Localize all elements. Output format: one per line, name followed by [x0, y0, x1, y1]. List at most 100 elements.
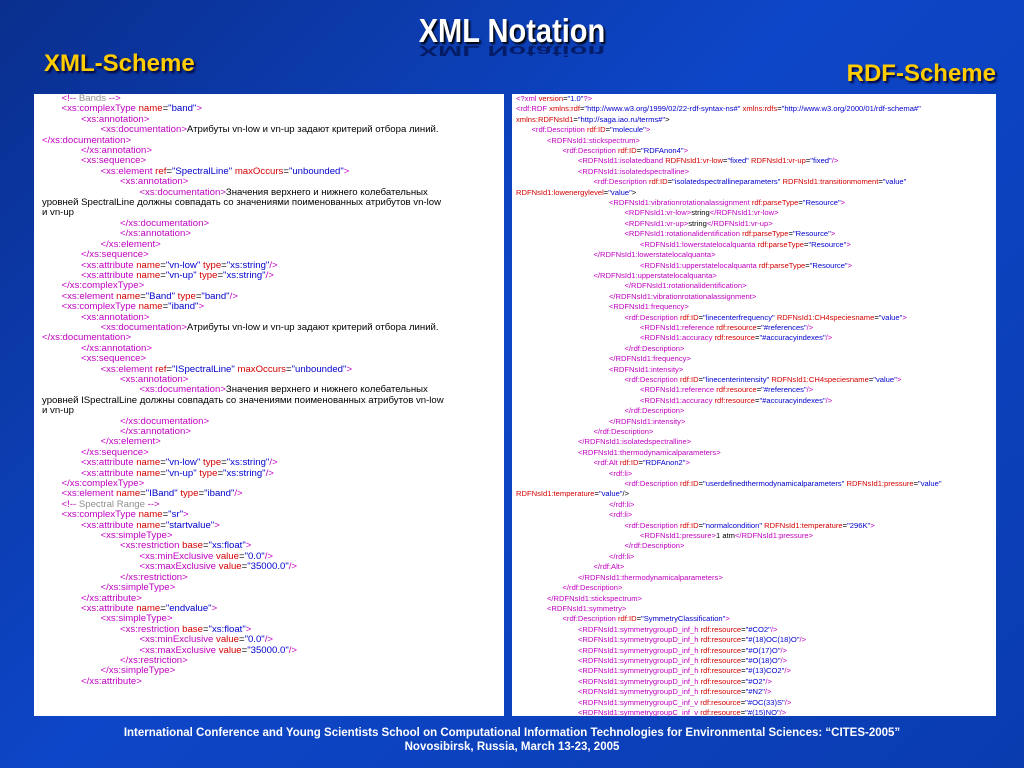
- conference-footer: International Conference and Young Scien…: [0, 726, 1024, 754]
- code-line: <RDFNsId1:reference rdf:resource="#refer…: [640, 385, 814, 395]
- code-line: и vn-up: [42, 406, 75, 417]
- code-line: и vn-up: [42, 208, 75, 219]
- code-line: <xs:documentation>Атрибуты vn-low и vn-u…: [100, 125, 439, 136]
- code-line: <RDFNsId1:symmetrygroupD_inf_h rdf:resou…: [578, 624, 778, 634]
- code-line: <RDFNsId1:intensity>: [609, 364, 684, 374]
- code-line: <RDFNsId1:lowerstatelocalquanta rdf:pars…: [640, 239, 851, 249]
- code-line: </xs:annotation>: [81, 146, 152, 157]
- code-line: <xs:attribute name="vn-up" type="xs:stri…: [81, 270, 274, 281]
- code-line: <xs:sequence>: [81, 354, 147, 365]
- code-line: RDFNsId1:lowenergylevel="value">: [516, 187, 637, 197]
- code-line: </xs:documentation>: [120, 218, 210, 229]
- code-line: <rdf:Description rdf:ID="RDFAnon4">: [562, 146, 689, 156]
- code-line: <RDFNsId1:symmetrygroupD_inf_h rdf:resou…: [578, 687, 772, 697]
- code-line: </xs:restriction>: [120, 572, 188, 583]
- code-line: <xs:annotation>: [120, 177, 189, 188]
- code-line: <RDFNsId1:vr-low>string</RDFNsId1:vr-low…: [624, 208, 779, 218]
- code-line: <RDFNsId1:isolatedband RDFNsId1:vr-low="…: [578, 156, 839, 166]
- code-line: <xs:annotation>: [81, 114, 150, 125]
- code-line: <rdf:Description rdf:ID="linecenterinten…: [624, 374, 902, 384]
- code-line: <RDFNsId1:stickspectrum>: [547, 135, 640, 145]
- code-line: xmlns:RDFNsId1="http://saga.iao.ru/terms…: [516, 114, 670, 124]
- code-line: <RDFNsId1:pressure>1 atm</RDFNsId1:press…: [640, 531, 814, 541]
- code-line: <xs:documentation>Значения верхнего и ни…: [139, 385, 428, 396]
- code-line: <RDFNsId1:accuracy rdf:resource="#accura…: [640, 333, 833, 343]
- code-line: <RDFNsId1:symmetrygroupC_inf_v rdf:resou…: [578, 697, 792, 707]
- code-line: уровней SpectralLine должны совпадать со…: [42, 198, 442, 209]
- code-line: <xs:attribute name="endvalue">: [81, 603, 218, 614]
- code-line: <xs:attribute name="startvalue">: [81, 520, 220, 531]
- code-line: </rdf:li>: [609, 551, 635, 561]
- code-line: <RDFNsId1:frequency>: [609, 302, 689, 312]
- code-line: </xs:attribute>: [81, 676, 142, 687]
- code-line: </RDFNsId1:thermodynamicalparameters>: [578, 572, 723, 582]
- code-line: <RDFNsId1:symmetrygroupD_inf_h rdf:resou…: [578, 655, 788, 665]
- code-line: </xs:sequence>: [81, 447, 149, 458]
- code-line: </xs:annotation>: [81, 343, 152, 354]
- code-line: <xs:restriction base="xs:float">: [120, 541, 252, 552]
- code-line: <xs:attribute name="vn-low" type="xs:str…: [81, 458, 278, 469]
- code-line: </rdf:li>: [609, 499, 635, 509]
- code-line: <!-- Spectral Range -->: [61, 499, 160, 510]
- code-line: <xs:minExclusive value="0.0"/>: [139, 635, 274, 646]
- code-line: <RDFNsId1:symmetry>: [547, 603, 627, 613]
- code-line: <rdf:Description rdf:ID="SymmetryClassif…: [562, 614, 730, 624]
- rdf-scheme-code-panel: <?xml version="1.0"?><rdf:RDF xmlns:rdf=…: [512, 94, 996, 716]
- code-line: </xs:element>: [100, 239, 161, 250]
- code-line: <RDFNsId1:symmetrygroupC_inf_v rdf:resou…: [578, 707, 787, 716]
- code-line: <xs:element name="Band" type="band"/>: [61, 291, 238, 302]
- code-line: </RDFNsId1:intensity>: [609, 416, 686, 426]
- code-line: <xs:simpleType>: [100, 531, 173, 542]
- code-line: </xs:simpleType>: [100, 666, 176, 677]
- xml-scheme-code-panel: <!-- Bands --><xs:complexType name="band…: [34, 94, 504, 716]
- code-line: <rdf:Description rdf:ID="normalcondition…: [624, 520, 875, 530]
- code-line: </RDFNsId1:vibrationrotationalassignment…: [609, 291, 757, 301]
- code-line: <RDFNsId1:accuracy rdf:resource="#accura…: [640, 395, 833, 405]
- footer-location-date: Novosibirsk, Russia, March 13-23, 2005: [404, 741, 620, 753]
- code-line: <RDFNsId1:vr-up>string</RDFNsId1:vr-up>: [624, 218, 773, 228]
- code-line: </rdf:Description>: [593, 427, 654, 436]
- code-line: </xs:documentation>: [42, 135, 132, 146]
- code-line: </RDFNsId1:lowerstatelocalquanta>: [593, 250, 716, 260]
- code-line: <RDFNsId1:vibrationrotationalassignment …: [609, 198, 846, 208]
- code-line: <RDFNsId1:symmetrygroupD_inf_h rdf:resou…: [578, 635, 807, 645]
- code-line: <xs:element name="IBand" type="iband"/>: [61, 489, 243, 500]
- code-line: </RDFNsId1:upperstatelocalquanta>: [593, 270, 717, 280]
- footer-conference-name: International Conference and Young Scien…: [123, 727, 901, 739]
- code-line: <RDFNsId1:symmetrygroupD_inf_h rdf:resou…: [578, 676, 772, 686]
- code-line: <xs:maxExclusive value="35000.0"/>: [139, 645, 298, 656]
- code-line: <RDFNsId1:isolatedspectralline>: [578, 166, 690, 176]
- code-line: <RDFNsId1:rotationalidentification rdf:p…: [624, 229, 836, 239]
- code-line: </RDFNsId1:isolatedspectralline>: [578, 437, 692, 447]
- code-line: <xs:annotation>: [81, 312, 150, 323]
- code-line: уровней ISpectralLine должны совпадать с…: [42, 395, 444, 406]
- code-line: <xs:documentation>Значения верхнего и ни…: [139, 187, 428, 198]
- code-line: </xs:simpleType>: [100, 583, 176, 594]
- code-line: <rdf:Description rdf:ID="linecenterfrequ…: [624, 312, 907, 322]
- code-line: <rdf:li>: [609, 468, 633, 478]
- code-line: </RDFNsId1:stickspectrum>: [547, 593, 642, 603]
- code-line: </xs:documentation>: [42, 333, 132, 344]
- code-line: <xs:annotation>: [120, 374, 189, 385]
- code-line: <rdf:Description rdf:ID="userdefinedther…: [624, 479, 942, 489]
- code-line: <rdf:Description rdf:ID="isolatedspectra…: [593, 177, 907, 187]
- code-line: <xs:complexType name="band">: [61, 104, 202, 115]
- code-line: <xs:element ref="SpectralLine" maxOccurs…: [100, 166, 350, 177]
- code-line: <xs:simpleType>: [100, 614, 173, 625]
- code-line: <rdf:Description rdf:ID="molecule">: [531, 125, 651, 135]
- code-line: </xs:annotation>: [120, 427, 191, 437]
- code-line: <xs:sequence>: [81, 156, 147, 167]
- code-line: <xs:attribute name="vn-low" type="xs:str…: [81, 260, 278, 271]
- code-line: <RDFNsId1:symmetrygroupD_inf_h rdf:resou…: [578, 666, 791, 676]
- code-line: <xs:complexType name="sr">: [61, 510, 189, 521]
- code-line: </xs:complexType>: [61, 281, 145, 292]
- code-line: </xs:attribute>: [81, 593, 142, 604]
- code-line: </RDFNsId1:frequency>: [609, 354, 691, 364]
- code-line: <xs:documentation>Атрибуты vn-low и vn-u…: [100, 322, 439, 333]
- code-line: <rdf:li>: [609, 510, 633, 520]
- code-line: </xs:restriction>: [120, 655, 188, 666]
- code-line: </RDFNsId1:rotationalidentification>: [624, 281, 747, 291]
- code-line: <xs:complexType name="iband">: [61, 302, 205, 313]
- xml-scheme-heading: XML-Scheme: [44, 50, 195, 77]
- code-line: </rdf:Description>: [562, 583, 623, 593]
